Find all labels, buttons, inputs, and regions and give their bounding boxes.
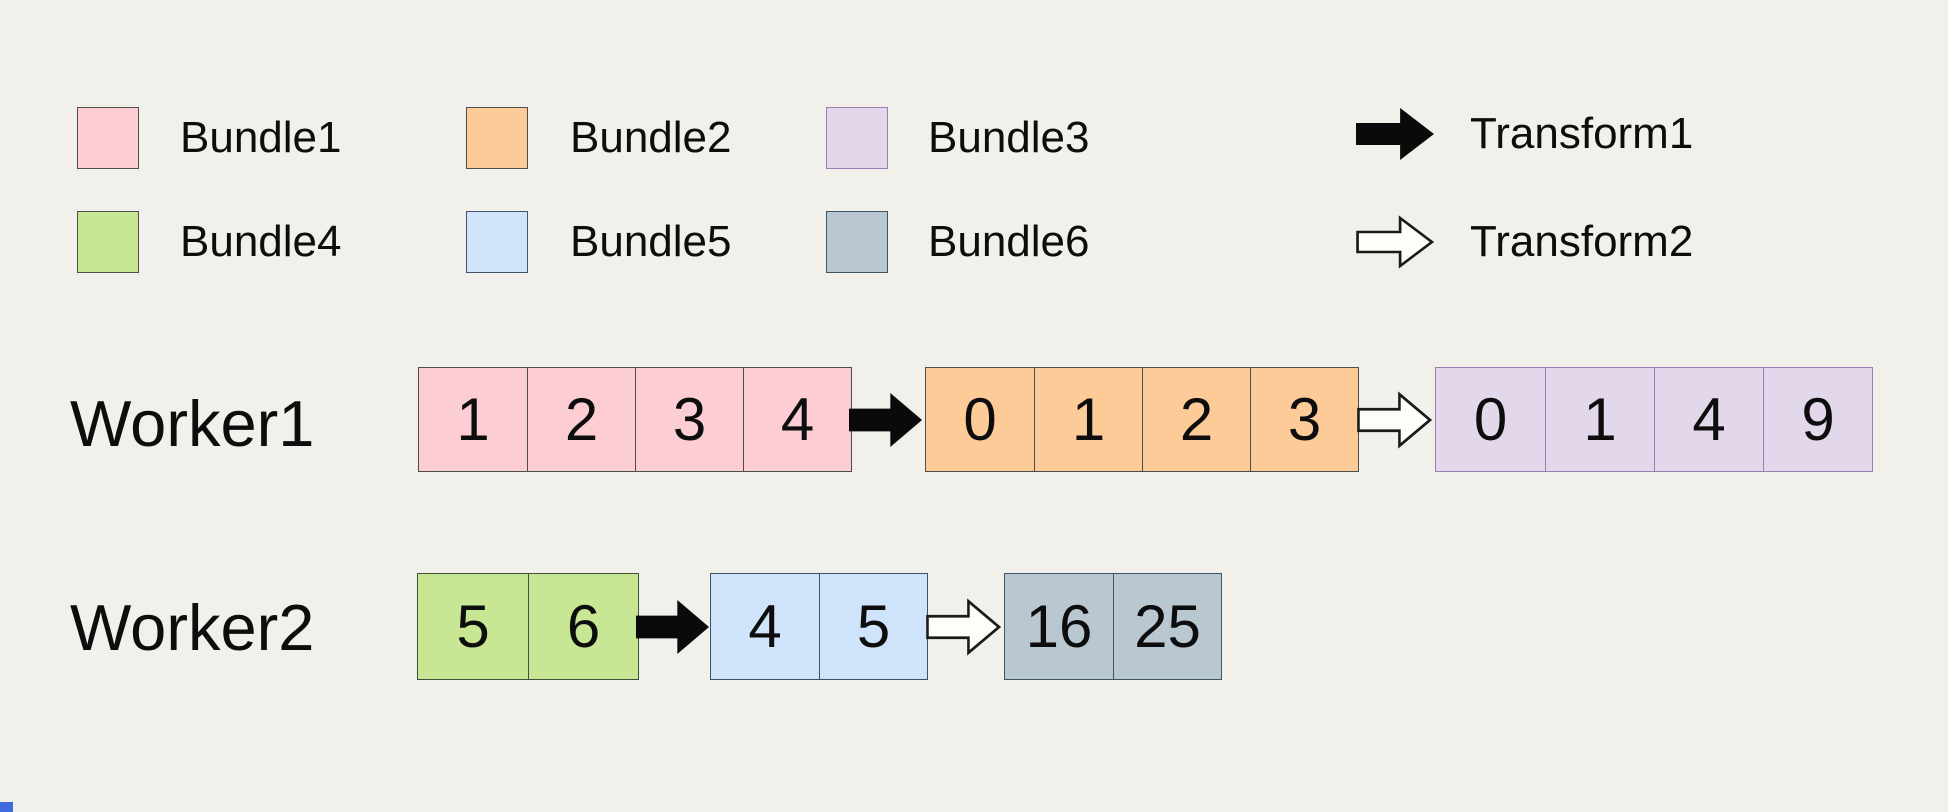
bundle1-swatch-icon: [77, 107, 139, 169]
legend-label-bundle6: Bundle6: [928, 217, 1090, 266]
worker2-bundle5: 4 5: [710, 573, 928, 680]
worker1-bundle1: 1 2 3 4: [418, 367, 852, 472]
legend-label-bundle4: Bundle4: [180, 217, 342, 266]
worker1-bundle2: 0 1 2 3: [925, 367, 1359, 472]
transform2-arrow-icon: [1356, 215, 1435, 269]
worker1-label: Worker1: [70, 387, 315, 460]
bundle5-swatch-icon: [466, 211, 528, 273]
bundle-cell: 4: [1654, 368, 1763, 471]
legend-label-bundle1: Bundle1: [180, 113, 342, 162]
worker2-label: Worker2: [70, 591, 315, 664]
bundle-cell: 0: [1473, 386, 1508, 453]
bundle-cell: 1: [1034, 368, 1142, 471]
transform1-arrow-icon: [636, 600, 710, 654]
bundle-cell: 9: [1763, 368, 1872, 471]
bundle-cell: 6: [528, 574, 638, 679]
worker2-bundle6: 16 25: [1004, 573, 1222, 680]
bundle4-swatch-icon: [77, 211, 139, 273]
bundle-cell: 2: [1142, 368, 1250, 471]
legend-label-transform2: Transform2: [1470, 217, 1694, 266]
bundle-cell: 0: [963, 386, 997, 453]
bundle6-swatch-icon: [826, 211, 888, 273]
legend-label-transform1: Transform1: [1470, 109, 1694, 158]
bundle2-swatch-icon: [466, 107, 528, 169]
bundle-cell: 5: [456, 593, 490, 660]
legend-label-bundle2: Bundle2: [570, 113, 732, 162]
bundle-cell: 5: [819, 574, 927, 679]
bundle-cell: 3: [1250, 368, 1358, 471]
transform1-arrow-icon: [1356, 108, 1434, 160]
bundle-cell: 1: [456, 386, 490, 453]
bundle-cell: 16: [1025, 593, 1093, 660]
legend-label-bundle5: Bundle5: [570, 217, 732, 266]
bundle-cell: 2: [527, 368, 635, 471]
worker2-bundle4: 5 6: [417, 573, 639, 680]
bundle-cell: 4: [748, 593, 782, 660]
bundle-cell: 3: [635, 368, 743, 471]
legend-label-bundle3: Bundle3: [928, 113, 1090, 162]
transform2-arrow-icon: [1357, 391, 1433, 449]
bundle-cell: 4: [743, 368, 851, 471]
bundle-cell: 1: [1545, 368, 1654, 471]
bundle-cell: 25: [1113, 574, 1221, 679]
transform2-arrow-icon: [926, 598, 1002, 656]
bundle3-swatch-icon: [826, 107, 888, 169]
bottom-left-blue-artifact: [0, 802, 13, 812]
transform1-arrow-icon: [849, 393, 923, 447]
worker1-bundle3: 0 1 4 9: [1435, 367, 1873, 472]
